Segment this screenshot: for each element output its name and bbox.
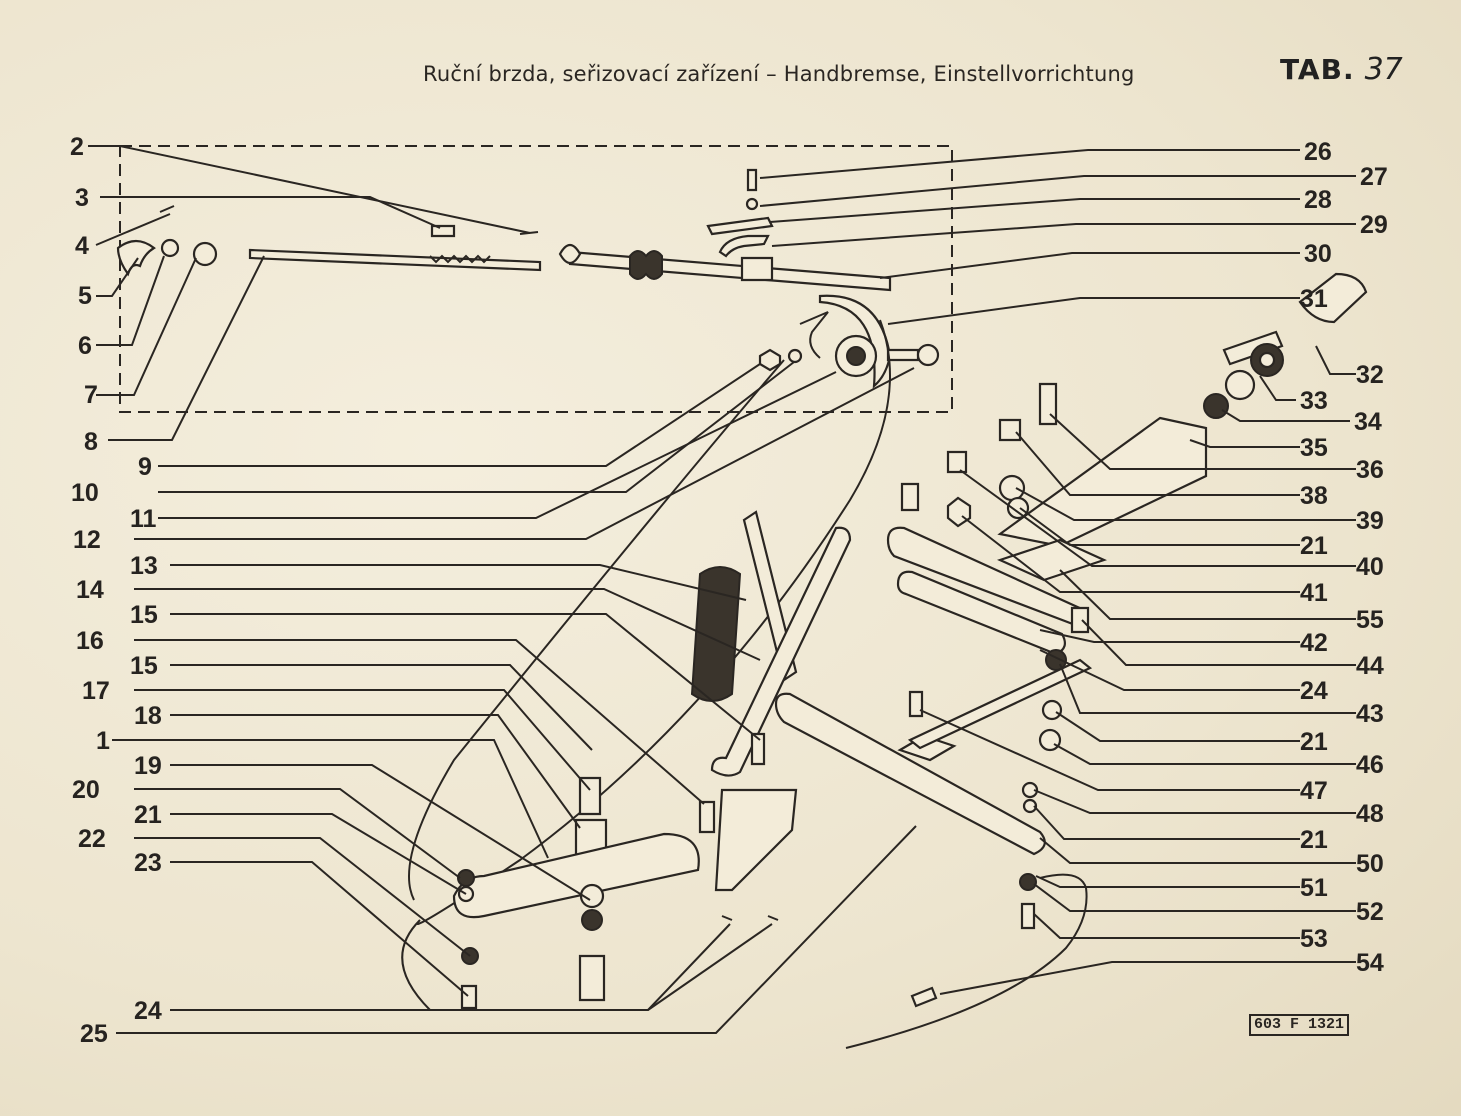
part-label: 28 bbox=[1304, 186, 1332, 214]
part-label: 12 bbox=[73, 526, 101, 554]
part-label: 33 bbox=[1300, 387, 1328, 415]
part-label: 15 bbox=[130, 601, 158, 629]
part-label: 47 bbox=[1300, 777, 1328, 805]
part-label: 48 bbox=[1356, 800, 1384, 828]
part-label: 5 bbox=[78, 282, 92, 310]
part-label: 21 bbox=[1300, 826, 1328, 854]
part-label: 35 bbox=[1300, 434, 1328, 462]
right-label-column: 26 27 28 29 30 31 32 33 34 35 36 38 39 2… bbox=[1300, 138, 1388, 977]
part-label: 26 bbox=[1304, 138, 1332, 166]
part-label: 27 bbox=[1360, 163, 1388, 191]
leader-lines-left bbox=[88, 145, 917, 1034]
part-label: 51 bbox=[1300, 874, 1328, 902]
lever-assembly bbox=[401, 319, 891, 1011]
part-label: 11 bbox=[130, 505, 157, 533]
part-label: 23 bbox=[134, 849, 162, 877]
handbrake-rod-assembly bbox=[116, 168, 940, 389]
part-label: 55 bbox=[1356, 606, 1384, 634]
left-label-column: 2 3 4 5 6 7 8 9 10 11 12 13 14 15 16 15 … bbox=[70, 133, 162, 1048]
part-label: 22 bbox=[78, 825, 106, 853]
part-label: 53 bbox=[1300, 925, 1328, 953]
part-label: 39 bbox=[1356, 507, 1384, 535]
part-label: 24 bbox=[134, 997, 162, 1025]
part-label: 21 bbox=[134, 801, 162, 829]
part-label: 8 bbox=[84, 428, 98, 456]
part-label: 30 bbox=[1304, 240, 1332, 268]
part-label: 32 bbox=[1356, 361, 1384, 389]
table-number: TAB. 37 bbox=[1280, 52, 1403, 87]
part-label: 18 bbox=[134, 702, 162, 730]
part-label: 9 bbox=[138, 453, 152, 481]
drawing-code-stamp: 603 F 1321 bbox=[1249, 1014, 1350, 1036]
part-label: 7 bbox=[84, 381, 98, 409]
part-label: 31 bbox=[1300, 285, 1328, 313]
part-label: 14 bbox=[76, 576, 104, 604]
adjuster-parts bbox=[774, 272, 1368, 1049]
part-label: 21 bbox=[1300, 728, 1328, 756]
part-label: 25 bbox=[80, 1020, 108, 1048]
part-label: 52 bbox=[1356, 898, 1384, 926]
part-label: 24 bbox=[1300, 677, 1328, 705]
part-label: 19 bbox=[134, 752, 162, 780]
part-label: 16 bbox=[76, 627, 104, 655]
part-label: 4 bbox=[75, 232, 89, 260]
tab-label: TAB. bbox=[1280, 53, 1355, 86]
part-label: 43 bbox=[1356, 700, 1384, 728]
part-label: 42 bbox=[1300, 629, 1328, 657]
part-label: 10 bbox=[71, 479, 99, 507]
part-label: 46 bbox=[1356, 751, 1384, 779]
part-label: 3 bbox=[75, 184, 89, 212]
part-label: 41 bbox=[1300, 579, 1328, 607]
part-label: 15 bbox=[130, 652, 158, 680]
part-label: 50 bbox=[1356, 850, 1384, 878]
page-title: Ruční brzda, seřizovací zařízení – Handb… bbox=[423, 62, 1135, 86]
part-label: 34 bbox=[1354, 408, 1382, 436]
part-label: 1 bbox=[96, 727, 110, 755]
part-label: 36 bbox=[1356, 456, 1384, 484]
part-label: 40 bbox=[1356, 553, 1384, 581]
part-label: 29 bbox=[1360, 211, 1388, 239]
inset-frame bbox=[119, 145, 953, 413]
part-label: 17 bbox=[82, 677, 110, 705]
part-label: 38 bbox=[1300, 482, 1328, 510]
tab-number: 37 bbox=[1364, 52, 1403, 87]
part-label: 20 bbox=[72, 776, 100, 804]
part-label: 13 bbox=[130, 552, 158, 580]
part-label: 2 bbox=[70, 133, 84, 161]
leader-lines-right bbox=[759, 149, 1356, 995]
part-label: 6 bbox=[78, 332, 92, 360]
part-label: 54 bbox=[1356, 949, 1384, 977]
part-label: 21 bbox=[1300, 532, 1328, 560]
part-label: 44 bbox=[1356, 652, 1384, 680]
